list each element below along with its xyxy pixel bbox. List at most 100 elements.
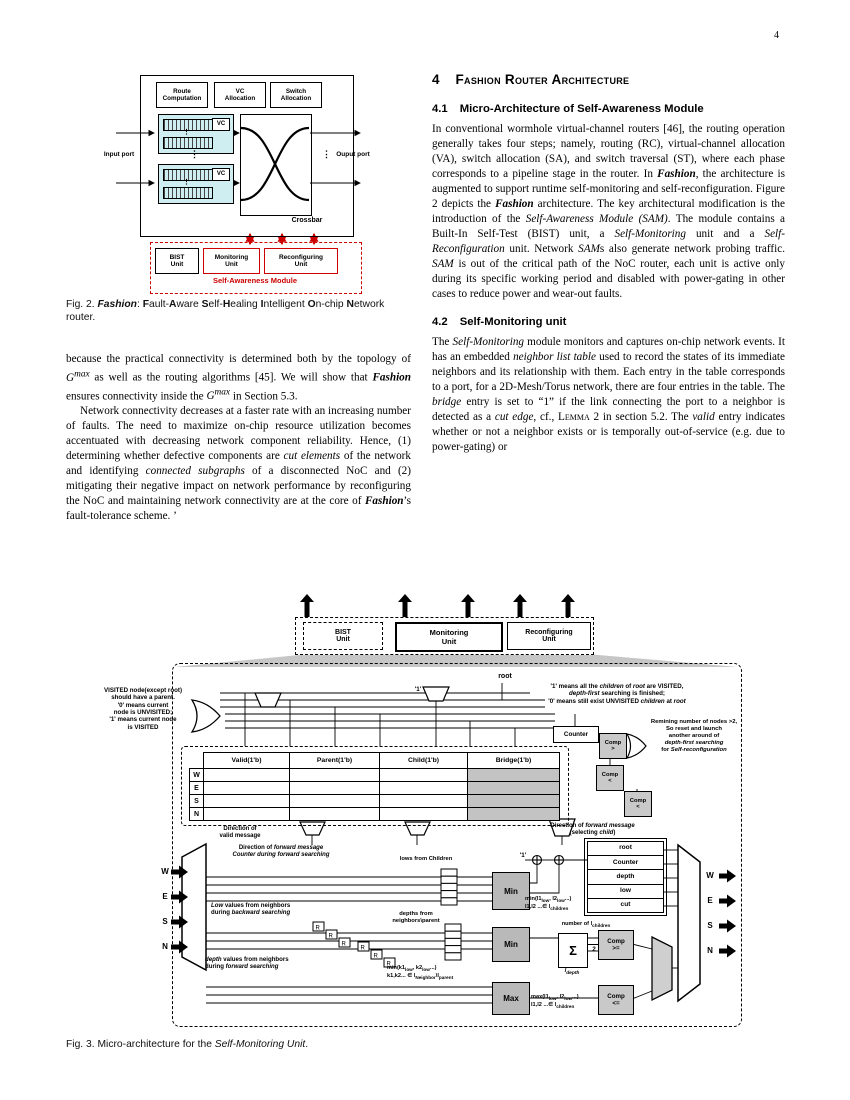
port-arrows: [116, 129, 361, 187]
col-header-valid: Valid(1'b): [203, 752, 290, 769]
table-cell: [467, 768, 560, 782]
reconfiguring-unit-box: Reconfiguring Unit: [264, 248, 338, 274]
table-cell: [379, 781, 468, 795]
monitoring-unit-box: Monitoring Unit: [203, 248, 260, 274]
vc-allocation-box: VC Allocation: [214, 82, 266, 108]
section-4-number: 4: [432, 72, 440, 87]
sigma-box: Σ: [558, 933, 588, 968]
table-cell: [379, 794, 468, 808]
neighbor-table: Valid(1'b) Parent(1'b) Child(1'b) Bridge…: [189, 752, 560, 821]
main-diagram-box: [172, 663, 742, 1027]
comp-le-box: Comp <=: [598, 985, 634, 1015]
comp-lt-box-2: Comp <: [624, 791, 652, 817]
section-4-1-title: Micro-Architecture of Self-Awareness Mod…: [459, 103, 704, 115]
register-row-counter: Counter: [588, 856, 663, 871]
port-label-right-e: E: [707, 896, 713, 905]
min-expr-label: min(l1low, l2low...)l1,l2 ...∈ lchildren: [525, 896, 572, 911]
svg-text:R: R: [374, 954, 379, 960]
table-cell: [379, 807, 468, 821]
root-label: root: [498, 673, 512, 680]
vc-tag: VC: [212, 118, 230, 131]
row-label-n: N: [189, 807, 204, 821]
table-cell: [203, 794, 290, 808]
inter-block-dots-icon: ⋮: [190, 149, 199, 159]
col-header-child: Child(1'b): [379, 752, 468, 769]
output-dots-icon: ⋮: [322, 149, 331, 159]
fig3-reconfiguring-unit: Reconfiguring Unit: [507, 622, 591, 650]
col-header-bridge: Bridge(1'b): [467, 752, 560, 769]
row-label-w: W: [189, 768, 204, 782]
vc-dots-icon: ⋮: [183, 129, 190, 136]
section-4-2-body: The Self-Monitoring module monitors and …: [432, 336, 785, 453]
ldepth-label: ldepth: [564, 968, 580, 977]
table-cell: [203, 768, 290, 782]
figure-2-caption: Fig. 2. Fashion: Fault-Aware Self-Healin…: [66, 299, 385, 323]
row-label-s: S: [189, 794, 204, 808]
fig3-monitoring-unit: Monitoring Unit: [395, 622, 503, 652]
table-cell: [467, 794, 560, 808]
port-label-right-s: S: [707, 921, 713, 930]
max-expr-label: max(l1low, l2low...)l1,l2 ...∈ lchildren: [531, 994, 579, 1009]
table-corner: [190, 753, 204, 769]
reset-note: Remining number of nodes >2,So reset and…: [650, 719, 738, 753]
route-computation-box: Route Computation: [156, 82, 208, 108]
svg-text:R: R: [387, 962, 392, 968]
comp-ge-box: Comp >=: [598, 930, 634, 960]
col-header-parent: Parent(1'b): [289, 752, 380, 769]
crossbar-label: Crossbar: [291, 217, 323, 224]
fifo-queue: [163, 137, 213, 149]
register-row-depth: depth: [588, 870, 663, 885]
comp-lt-box-1: Comp <: [596, 765, 624, 791]
table-cell: [379, 768, 468, 782]
const-one-label-2: '1': [519, 852, 527, 859]
svg-text:R: R: [316, 926, 321, 932]
table-cell: [467, 807, 560, 821]
section-4-2-title: Self-Monitoring unit: [459, 316, 567, 328]
table-cell: [203, 807, 290, 821]
comp-gt-box: Comp >: [599, 733, 627, 759]
neighbor-table-wrap: [181, 746, 569, 826]
router-box: [140, 75, 354, 237]
counter-box: Counter: [553, 726, 599, 743]
gates-and-muxes: [181, 686, 701, 1003]
vc-dots-icon: ⋮: [183, 179, 190, 186]
register-cascades: R R R R R R: [312, 921, 396, 968]
register-row-root: root: [588, 842, 663, 857]
section-4-1-number: 4.1: [432, 103, 448, 115]
section-4-title: Fashion Router Architecture: [455, 72, 630, 87]
fig3-wiring-svg: R R R R R R: [171, 594, 738, 1004]
svg-text:R: R: [329, 934, 334, 940]
fig2-wiring-svg: [116, 126, 361, 246]
vc-buffer-block-2: VC ⋮: [158, 164, 234, 204]
dir-valid-label: Direction of valid message: [219, 826, 261, 840]
vc-buffer-block-1: VC ⋮: [158, 114, 234, 154]
fifo-queue: [163, 187, 213, 199]
mink-expr-label: min(k1low, k2low...)k1,k2... ∈ lNeighbor…: [387, 965, 454, 980]
fifo-stacks: [440, 868, 462, 961]
side-port-arrows: [171, 865, 736, 958]
register-row-cut: cut: [620, 901, 631, 909]
table-cell: [289, 794, 380, 808]
const-one-label-1: '1': [414, 686, 422, 693]
input-port-label: Input port: [103, 151, 135, 158]
table-cell: [289, 768, 380, 782]
table-cell: [289, 807, 380, 821]
divide-by-2: 2: [587, 944, 601, 955]
section-4-1-heading: 4.1 Micro-Architecture of Self-Awareness …: [432, 103, 785, 115]
min-box-1: Min: [492, 872, 530, 910]
row-label-e: E: [189, 781, 204, 795]
root-note: '1' means all the children of root are V…: [548, 683, 686, 705]
crossbar-box: [240, 114, 312, 216]
port-label-left-w: W: [161, 867, 169, 876]
switch-allocation-box: Switch Allocation: [270, 82, 322, 108]
left-paragraph-2: Network connectivity decreases at a fast…: [66, 405, 411, 523]
visited-note: VISITED node(except root) should have a …: [103, 687, 183, 731]
dir-forward-child-label: Direction of forward message(selecting c…: [550, 823, 635, 837]
max-box: Max: [492, 982, 530, 1015]
xor-gates: [531, 854, 565, 866]
